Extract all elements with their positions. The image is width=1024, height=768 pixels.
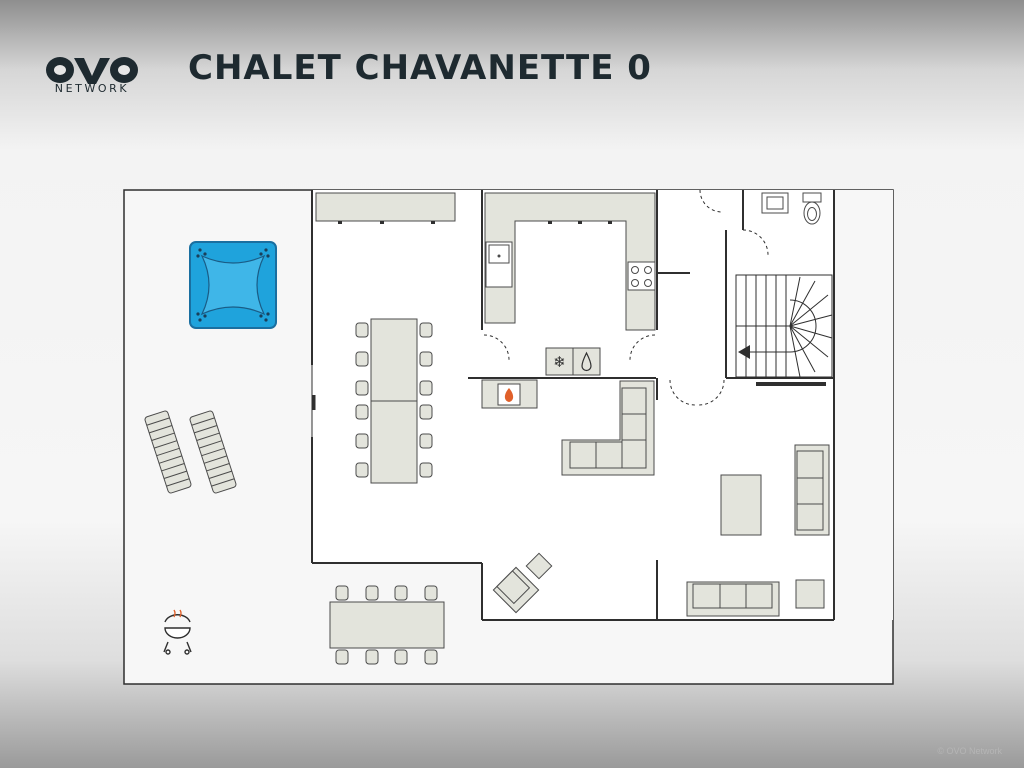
staircase (735, 274, 833, 378)
copyright-notice: © OVO Network (937, 746, 1002, 756)
kitchen-counter (484, 192, 656, 331)
sink-icon (485, 241, 513, 288)
ovo-logo-icon (46, 57, 138, 84)
tv-unit (756, 382, 826, 386)
footstool (525, 552, 553, 580)
water-drop-icon (572, 347, 601, 376)
sofa-right (794, 444, 830, 536)
fireplace-flame-icon (481, 379, 538, 409)
sofa-bottom (686, 581, 780, 617)
stove-hob-icon (627, 261, 656, 291)
counter-dining (315, 192, 456, 222)
barbecue-icon (163, 609, 192, 655)
freezer-snowflake-icon: ❄ (545, 347, 574, 376)
walls (311, 190, 835, 621)
sun-lounger-icon (189, 410, 237, 494)
bathroom-sink (761, 192, 789, 214)
side-table (795, 579, 825, 609)
armchair (492, 566, 540, 614)
corner-sofa (561, 380, 655, 476)
page-title: CHALET CHAVANETTE 0 (188, 48, 652, 88)
hot-tub-icon (189, 241, 277, 329)
staircase-arrow-icon (738, 345, 750, 359)
door-swings (483, 189, 769, 406)
coffee-table-right (720, 474, 762, 536)
outdoor-table (329, 601, 445, 649)
sun-lounger-icon (144, 410, 192, 494)
toilet-icon (802, 192, 822, 225)
interior-floor (312, 190, 834, 620)
svg-text:❄: ❄ (553, 353, 566, 371)
dining-table (370, 318, 418, 484)
right-wall-strip (834, 190, 893, 620)
brand-name: NETWORK (54, 82, 130, 95)
